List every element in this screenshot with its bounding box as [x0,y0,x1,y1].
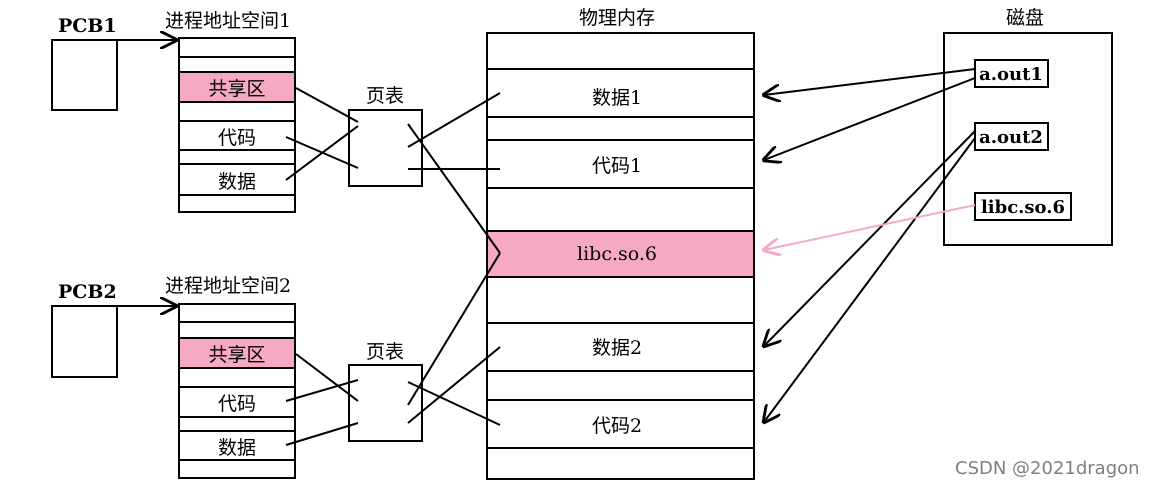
disk-libc-box [974,192,1072,221]
map-pt1-to-data1 [407,92,501,148]
disk-aout1-label: a.out1 [979,64,1043,85]
addr-space1-title: 进程地址空间1 [165,10,291,32]
physical-libc-label: libc.so.6 [577,243,657,265]
map-pt2-to-data2 [407,346,501,424]
arrow-aout1-to-data1 [764,68,976,95]
disk-aout2-label: a.out2 [979,127,1043,148]
addr-space2-code-label: 代码 [218,393,256,415]
disk-aout2-box [974,122,1049,151]
arrow-libc-to-physical [764,204,976,250]
physical-memory [486,32,755,480]
addr-space1-shared-label: 共享区 [208,78,265,100]
map-shared1-to-pt1 [295,87,359,123]
pcb2-label: PCB2 [58,281,117,303]
addr-space2 [178,303,296,479]
pcb1-label: PCB1 [58,15,117,37]
disk-aout1-box [974,59,1049,88]
physical-memory-title: 物理内存 [579,7,655,29]
page-table1-box [348,109,423,187]
addr-space2-data-label: 数据 [218,437,256,459]
disk-title: 磁盘 [1006,7,1044,29]
map-pt2-to-code2 [407,381,501,426]
page-table2-title: 页表 [366,341,404,363]
pcb2-box [51,305,118,378]
page-table1-title: 页表 [366,85,404,107]
map-data2-to-pt2 [285,422,359,446]
pcb1-box [51,39,118,111]
addr-space2-title: 进程地址空间2 [165,275,291,297]
map-code2-to-pt2 [285,379,359,402]
disk-libc-label: libc.so.6 [981,197,1065,218]
physical-data2-label: 数据2 [592,337,642,359]
map-data1-to-pt1 [285,125,359,181]
arrow-aout2-to-data2 [764,130,976,346]
addr-space2-shared-label: 共享区 [208,344,265,366]
physical-libc-fill [488,231,753,277]
arrow-aout1-to-code1 [764,77,976,160]
addr-space1-shared-fill [180,72,294,102]
physical-code1-label: 代码1 [592,155,642,177]
map-pt1-to-libc [407,123,501,254]
addr-space2-shared-fill [180,338,294,368]
addr-space1 [178,37,296,213]
physical-code2-label: 代码2 [592,415,642,437]
addr-space1-code-label: 代码 [218,127,256,149]
page-table2-box [348,364,423,442]
arrow-aout2-to-code2 [764,137,976,422]
map-shared2-to-pt2 [295,353,359,402]
physical-data1-label: 数据1 [592,87,642,109]
addr-space1-data-label: 数据 [218,171,256,193]
map-pt2-to-libc [407,252,501,406]
watermark: CSDN @2021dragon [955,458,1140,479]
